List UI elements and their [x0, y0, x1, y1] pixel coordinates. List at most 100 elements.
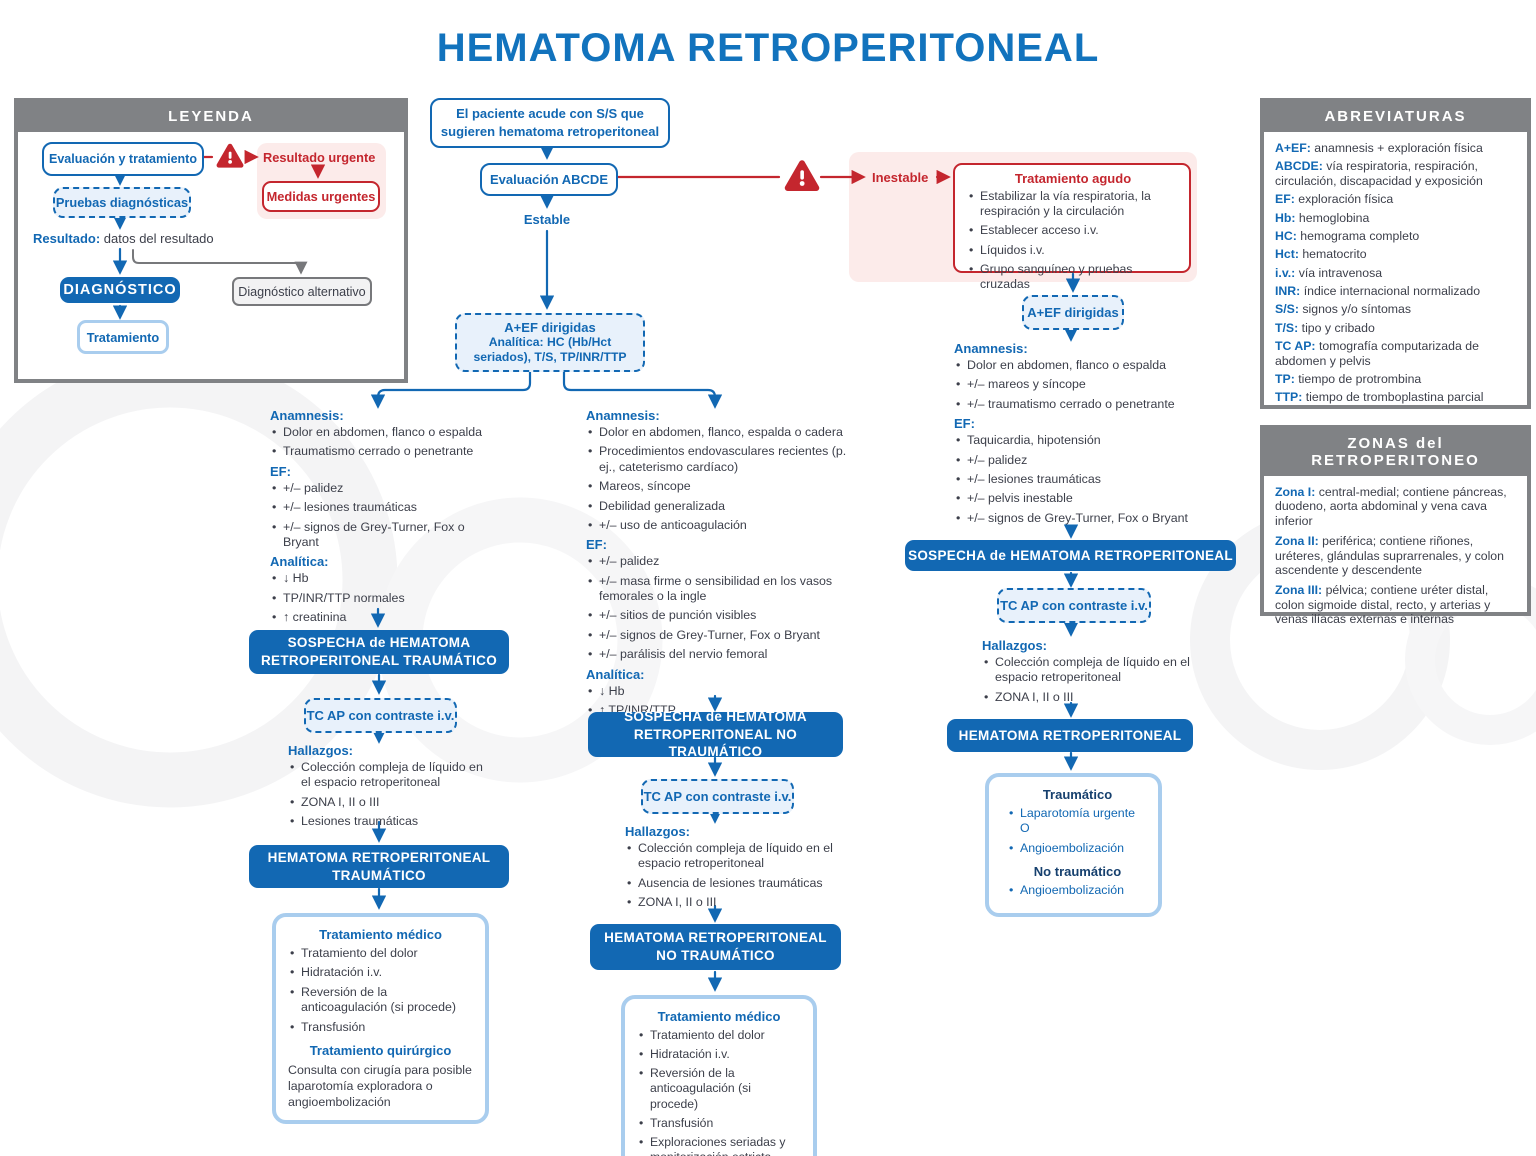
list-item: TC AP: tomografía computarizada de abdom… [1275, 339, 1479, 368]
list-item: +/– mareos y síncope [954, 377, 1244, 393]
list-item: +/– sitios de punción visibles [586, 608, 864, 624]
ct-scan-box-left: TC AP con contraste i.v. [304, 698, 457, 733]
treatment-box-traumatic: Tratamiento médico Tratamiento del dolor… [272, 913, 489, 1125]
ct-scan-box-middle: TC AP con contraste i.v. [641, 779, 794, 814]
list-item: Estabilizar la vía respiratoria, la resp… [967, 189, 1179, 219]
warning-icon [784, 160, 820, 191]
list-item: EF: exploración física [1275, 192, 1394, 207]
traumatic-hematoma-box: HEMATOMA RETROPERITONEAL TRAUMÁTICO [249, 845, 509, 888]
legend-diagnosis-box: DIAGNÓSTICO [60, 277, 180, 303]
list-item: +/– palidez [586, 554, 864, 570]
list-item: Hct: hematocrito [1275, 247, 1367, 262]
list-item: Dolor en abdomen, flanco, espalda o cade… [586, 425, 864, 441]
abbreviations-panel-header: ABREVIATURAS [1264, 102, 1527, 132]
list-item: +/– traumatismo cerrado o penetrante [954, 397, 1244, 413]
list-item: i.v.: vía intravenosa [1275, 265, 1383, 280]
list-item: INR: índice internacional normalizado [1275, 284, 1481, 298]
list-item: ↑ creatinina [270, 610, 502, 626]
list-item: Ausencia de lesiones traumáticas [625, 876, 840, 892]
legend-diagnostic-tests-box: Pruebas diagnósticas [53, 187, 191, 218]
list-item: Grupo sanguíneo y pruebas cruzadas [967, 262, 1179, 292]
list-item: Dolor en abdomen, flanco o espalda [270, 425, 502, 441]
list-item: +/– signos de Grey-Turner, Fox o Bryant [586, 628, 864, 644]
list-item: TP: tiempo de protrombina [1275, 371, 1422, 386]
list-item: Tratamiento del dolor [637, 1028, 801, 1043]
list-item: Transfusión [288, 1020, 473, 1036]
list-item: TP/INR/TTP normales [270, 591, 502, 607]
findings-middle: Hallazgos: Colección compleja de líquido… [625, 824, 840, 915]
list-item: ZONA I, II o III [288, 795, 493, 811]
legend-urgent-result-label: Resultado urgente [263, 150, 376, 165]
surgical-treatment-text: Consulta con cirugía para posible laparo… [288, 1062, 472, 1110]
list-item: +/– signos de Grey-Turner, Fox o Bryant [954, 511, 1244, 527]
list-item: TTP: tiempo de tromboplastina parcial [1275, 390, 1484, 405]
findings-left: Hallazgos: Colección compleja de líquido… [288, 743, 493, 834]
unstable-label: Inestable [872, 170, 929, 185]
list-item: Hb: hemoglobina [1275, 210, 1370, 225]
list-item: +/– lesiones traumáticas [270, 500, 502, 516]
list-item: Traumatismo cerrado o penetrante [270, 444, 502, 460]
zones-list: Zona I: central-medial; contiene páncrea… [1264, 476, 1527, 641]
list-item: +/– palidez [270, 481, 502, 497]
suspect-traumatic-hematoma-box: SOSPECHA de HEMATOMA RETROPERITONEAL TRA… [249, 630, 509, 674]
list-item: +/– uso de anticoagulación [586, 518, 864, 534]
list-item: +/– lesiones traumáticas [954, 472, 1244, 488]
list-item: Zona II: periférica; contiene riñones, u… [1275, 534, 1504, 577]
list-item: Tratamiento del dolor [288, 946, 473, 962]
legend-panel-header: LEYENDA [18, 102, 404, 132]
list-item: Procedimientos endovasculares recientes … [586, 444, 864, 475]
list-item: Debilidad generalizada [586, 499, 864, 515]
list-item: +/– parálisis del nervio femoral [586, 647, 864, 663]
acute-treatment-list: Estabilizar la vía respiratoria, la resp… [967, 189, 1179, 292]
list-item: Colección compleja de líquido en el espa… [982, 655, 1197, 686]
unstable-column-history: Anamnesis: Dolor en abdomen, flanco o es… [954, 341, 1244, 530]
list-item: HC: hemograma completo [1275, 228, 1420, 243]
stable-label: Estable [523, 212, 571, 227]
list-item: Reversión de la anticoagulación (si proc… [288, 985, 473, 1016]
legend-eval-treatment-box: Evaluación y tratamiento [42, 142, 204, 176]
list-item: Reversión de la anticoagulación (si proc… [637, 1066, 801, 1111]
suspect-nontraumatic-hematoma-box: SOSPECHA de HEMATOMA RETROPERITONEAL NO … [588, 709, 843, 759]
ct-scan-box-right: TC AP con contraste i.v. [997, 588, 1151, 623]
treatment-box-hematoma: Traumático Laparotomía urgente OAngioemb… [985, 773, 1162, 917]
list-item: Mareos, síncope [586, 479, 864, 495]
legend-alt-diagnosis-box: Diagnóstico alternativo [232, 277, 372, 306]
list-item: ABCDE: vía respiratoria, respiración, ci… [1275, 159, 1483, 188]
legend-treatment-box: Tratamiento [77, 320, 169, 354]
list-item: Laparotomía urgente O [1007, 806, 1148, 837]
list-item: Hidratación i.v. [288, 965, 473, 981]
nontrauma-column-history: Anamnesis: Dolor en abdomen, flanco, esp… [586, 408, 864, 722]
list-item: +/– pelvis inestable [954, 491, 1244, 507]
acute-treatment-box: Tratamiento agudo Estabilizar la vía res… [953, 163, 1191, 291]
legend-urgent-measures-box: Medidas urgentes [262, 181, 380, 212]
warning-icon [216, 143, 244, 168]
list-item: Angioembolización [1007, 841, 1148, 857]
patient-presentation-box: El paciente acude con S/S que sugieren h… [430, 98, 670, 148]
suspect-hematoma-box: SOSPECHA de HEMATOMA RETROPERITONEAL [905, 540, 1236, 571]
list-item: Lesiones traumáticas [288, 814, 493, 830]
zones-panel-header: ZONAS del RETROPERITONEO [1264, 429, 1527, 476]
aef-directed-box-right: A+EF dirigidas [1022, 295, 1124, 330]
list-item: Zona I: central-medial; contiene páncrea… [1275, 485, 1507, 528]
treatment-box-nontraumatic: Tratamiento médico Tratamiento del dolor… [621, 995, 817, 1156]
list-item: Dolor en abdomen, flanco o espalda [954, 358, 1244, 374]
list-item: S/S: signos y/o síntomas [1275, 302, 1412, 317]
aef-directed-box: A+EF dirigidas Analítica: HC (Hb/Hct ser… [455, 313, 645, 372]
findings-right: Hallazgos: Colección compleja de líquido… [982, 638, 1197, 709]
list-item: Colección compleja de líquido en el espa… [288, 760, 493, 791]
list-item: Zona III: pélvica; contiene uréter dista… [1275, 583, 1491, 626]
abbreviations-panel: ABREVIATURAS A+EF: anamnesis + exploraci… [1260, 98, 1531, 409]
trauma-column-history: Anamnesis: Dolor en abdomen, flanco o es… [270, 408, 502, 629]
list-item: Angioembolización [1007, 883, 1148, 899]
list-item: A+EF: anamnesis + exploración física [1275, 141, 1483, 155]
list-item: +/– palidez [954, 453, 1244, 469]
abcde-evaluation-box: Evaluación ABCDE [480, 163, 618, 196]
list-item: Taquicardia, hipotensión [954, 433, 1244, 449]
list-item: T/S: tipo y cribado [1275, 320, 1375, 335]
zones-panel: ZONAS del RETROPERITONEO Zona I: central… [1260, 425, 1531, 626]
list-item: +/– signos de Grey-Turner, Fox o Bryant [270, 520, 502, 551]
list-item: Líquidos i.v. [967, 243, 1179, 258]
list-item: Colección compleja de líquido en el espa… [625, 841, 840, 872]
